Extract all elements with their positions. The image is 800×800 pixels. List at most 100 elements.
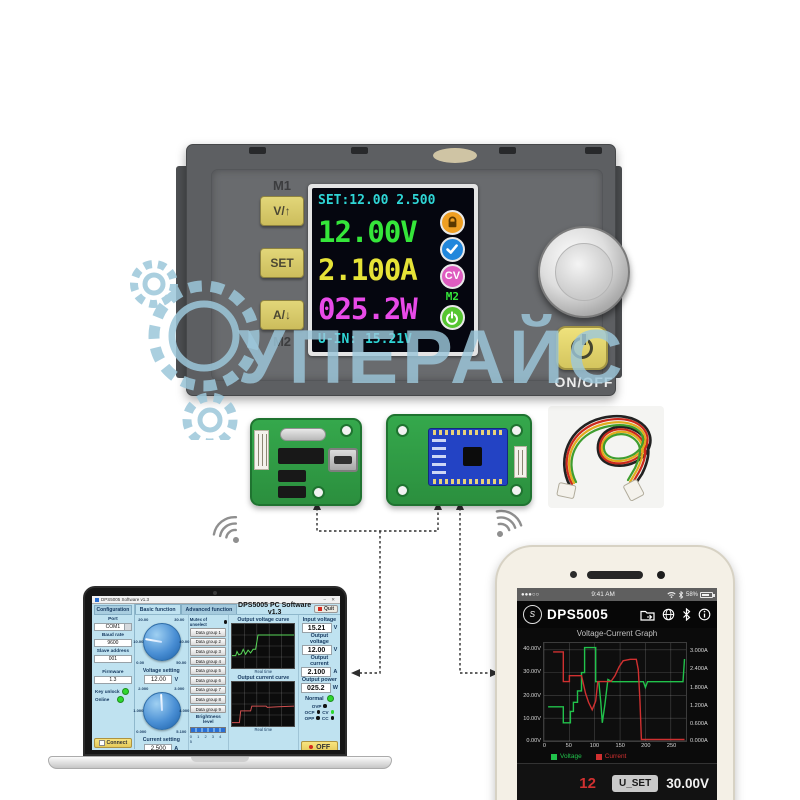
output-off-button[interactable]: OFF xyxy=(300,741,338,750)
data-group-button[interactable]: Data group 5 xyxy=(190,666,227,675)
key-unlock-led xyxy=(121,688,129,695)
bluetooth-chip xyxy=(463,447,482,466)
gauge-tick-label: 10.00 xyxy=(133,639,144,644)
voltage-unit: V xyxy=(174,676,179,683)
current-setting-input[interactable]: 2.500 xyxy=(144,744,173,750)
set-button[interactable]: SET xyxy=(260,248,304,278)
y-axis-current-tick: 0.000A xyxy=(690,738,708,744)
y-axis-current-tick: 3.000A xyxy=(690,648,708,655)
data-group-button[interactable]: Data group 7 xyxy=(190,685,227,695)
app-title: DPS5005 xyxy=(547,607,609,622)
uset-button[interactable]: U_SET xyxy=(611,775,659,792)
globe-icon[interactable] xyxy=(662,608,675,621)
mounting-hole xyxy=(510,424,523,437)
normal-status-label: Normal xyxy=(305,695,324,702)
data-group-button[interactable]: Data group 3 xyxy=(190,647,227,656)
crystal-oscillator xyxy=(280,428,326,441)
voltage-setting-input[interactable]: 12.00 xyxy=(144,675,173,684)
ovp-label: OVP xyxy=(311,703,322,709)
current-legend-swatch xyxy=(595,753,602,760)
wifi-status-icon xyxy=(667,592,676,598)
gauge-tick-label: 0.000 xyxy=(136,729,147,734)
current-curve-title: Output current curve xyxy=(237,675,290,681)
usb-module-connector xyxy=(254,430,269,470)
device-clip xyxy=(585,147,602,154)
x-axis-label: Real time xyxy=(254,669,273,674)
tab-advanced-function[interactable]: Advanced function xyxy=(180,604,238,614)
laptop-camera-dot xyxy=(213,591,217,595)
ic-chip xyxy=(278,448,324,464)
connect-button[interactable]: Connect xyxy=(94,738,132,748)
phone-sensor-dot xyxy=(657,571,665,579)
laptop-software-screen: DPS5005 Software v1.3 – ✕ Configuration … xyxy=(92,596,340,750)
memory-label-m2: M2 xyxy=(272,334,292,349)
gauge-tick-label: 4.000 xyxy=(179,708,190,713)
lcd-display: SET:12.00 2.500 12.00V 2.100A 025.2W xyxy=(308,184,478,356)
brightness-scale: 0 1 2 3 4 5 xyxy=(189,734,224,745)
brightness-label: Brightness level xyxy=(195,715,221,726)
brightness-slider[interactable] xyxy=(190,727,227,734)
y-axis-current-tick: 1.800A xyxy=(690,684,708,691)
lcd-current-readout: 2.100A xyxy=(318,253,418,287)
baud-value[interactable]: 9600 xyxy=(94,639,132,647)
voltage-curve-title: Output voltage curve xyxy=(237,617,290,623)
bluetooth-icon[interactable] xyxy=(682,608,691,621)
x-axis-tick: 0 xyxy=(542,743,546,749)
firmware-label: Firmware xyxy=(102,670,124,675)
ocp-label: OCP xyxy=(304,709,315,715)
mounting-hole xyxy=(396,484,409,497)
cv-label: CV xyxy=(322,709,329,715)
mounting-hole xyxy=(312,486,325,499)
tab-bar: Basic function Advanced function DPS5005… xyxy=(134,602,340,616)
voltage-up-button[interactable]: V/↑ xyxy=(260,196,304,226)
power-symbol-icon xyxy=(571,334,593,359)
laptop-base-notch xyxy=(191,757,249,762)
x-axis-label: Real time xyxy=(254,727,273,732)
quit-button[interactable]: Quit xyxy=(314,605,338,613)
app-logo xyxy=(523,605,542,624)
tab-basic-function[interactable]: Basic function xyxy=(134,604,181,614)
data-group-button[interactable]: Data group 4 xyxy=(190,656,227,666)
window-controls[interactable]: – ✕ xyxy=(323,596,337,602)
data-group-button[interactable]: Data group 6 xyxy=(190,675,227,685)
arrow-usb-module-link xyxy=(316,508,439,532)
cc-label: CC xyxy=(321,715,329,721)
data-group-button[interactable]: Data group 1 xyxy=(190,628,227,637)
chart-legend: Voltage Current xyxy=(551,753,717,760)
unit: V xyxy=(333,625,338,631)
chart-plot-area xyxy=(543,642,687,742)
lcd-power-readout: 025.2W xyxy=(318,291,418,326)
on-off-button[interactable] xyxy=(556,326,608,370)
port-select[interactable]: COM1 xyxy=(94,623,132,631)
slave-address-value[interactable]: 001 xyxy=(94,655,132,663)
output-power-icon xyxy=(439,305,465,330)
output-voltage-chart xyxy=(231,623,296,669)
voltage-legend-label: Voltage xyxy=(560,753,582,760)
antenna-trace xyxy=(432,439,446,477)
info-icon[interactable] xyxy=(698,608,711,621)
y-axis-current-tick: 1.200A xyxy=(690,702,708,709)
wifi-signal-icon-left xyxy=(212,515,239,543)
data-group-button[interactable]: Data group 8 xyxy=(190,695,227,704)
current-down-button[interactable]: A/↓ xyxy=(260,300,304,330)
unit: V xyxy=(333,647,338,653)
window-title: DPS5005 Software v1.3 xyxy=(101,597,150,602)
signal-dots: ●●●○○ xyxy=(521,591,540,598)
rotary-knob[interactable] xyxy=(538,226,630,318)
y-axis-voltage-tick: 20.00V xyxy=(523,692,541,699)
app-title: DPS5005 PC Software v1.3 xyxy=(238,602,312,616)
export-folder-icon[interactable] xyxy=(640,609,655,621)
mounting-hole xyxy=(510,484,523,497)
data-group-button[interactable]: Data group 9 xyxy=(190,704,227,714)
data-group-button[interactable]: Data group 2 xyxy=(190,637,227,647)
status-time: 9:41 AM xyxy=(591,591,615,598)
x-axis-tick: 150 xyxy=(615,743,625,749)
x-axis-tick: 250 xyxy=(666,743,677,749)
output-power-value: 025.2 xyxy=(300,683,331,693)
power-supply-device: M1 V/↑ SET A/↓ M2 SET:12.00 2.500 12.00V… xyxy=(186,144,630,396)
